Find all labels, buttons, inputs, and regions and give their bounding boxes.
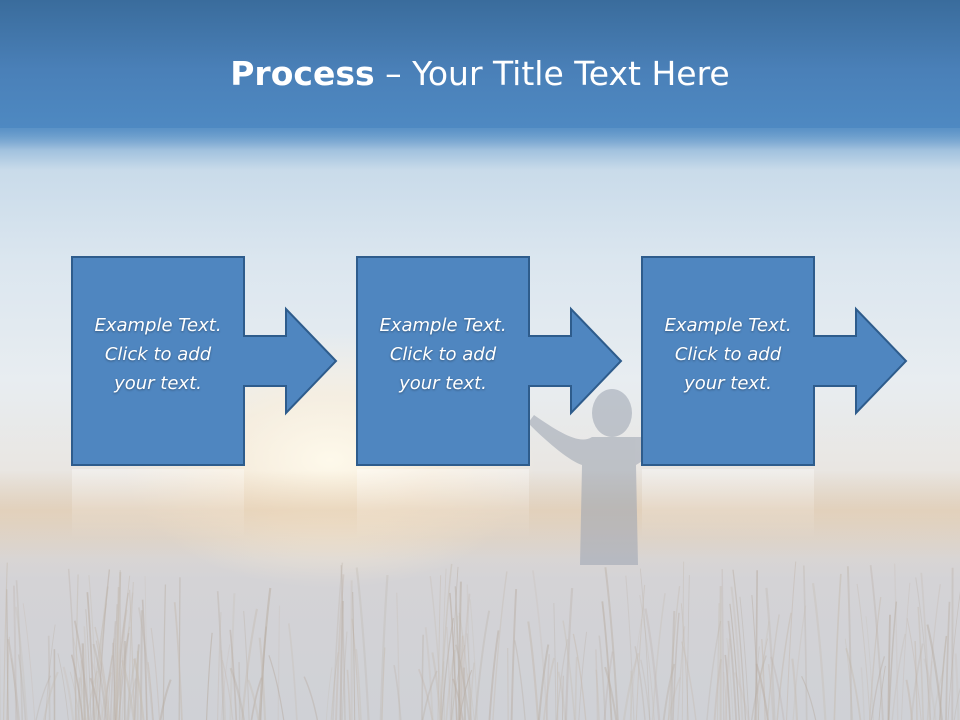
title-strong: Process [230,54,375,93]
step-1-reflection [72,469,244,539]
person-silhouette [528,389,653,565]
step-1-arrow-box[interactable] [71,256,338,466]
step-2-arrow-box[interactable] [356,256,623,466]
step-3-arrow-box[interactable] [641,256,908,466]
step-2-reflection [357,469,529,539]
slide-title[interactable]: Process – Your Title Text Here [0,52,960,96]
step-3-reflection [642,469,814,539]
grass-field [0,561,960,720]
step-3-text[interactable]: Example Text. Click to add your text. [664,315,792,394]
title-rest: – Your Title Text Here [374,54,730,93]
step-1-text[interactable]: Example Text. Click to add your text. [94,315,222,394]
step-2-text[interactable]: Example Text. Click to add your text. [379,315,507,394]
title-band: Process – Your Title Text Here [0,0,960,150]
